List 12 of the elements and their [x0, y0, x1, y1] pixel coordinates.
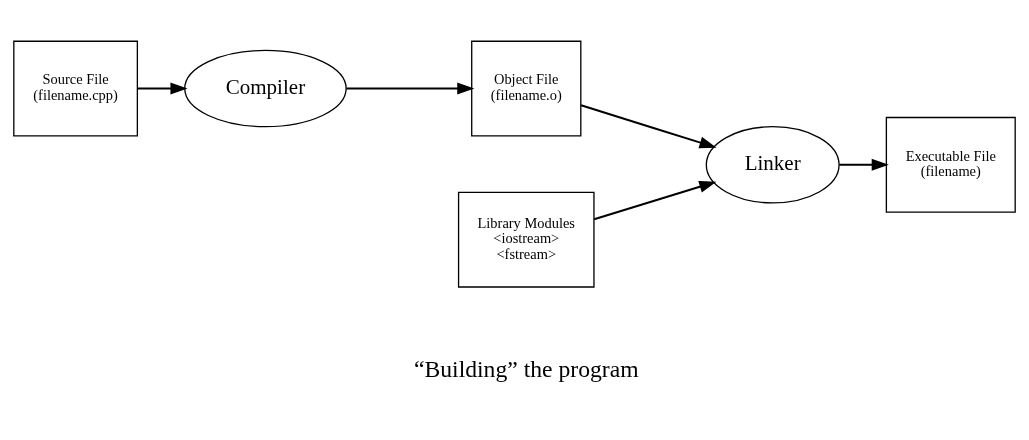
node-ellipse: Linker — [705, 126, 840, 204]
arrow — [345, 82, 475, 95]
label: “Building” the program — [414, 355, 639, 382]
arrow — [580, 104, 717, 149]
arrow — [136, 82, 188, 95]
node-box: Executable File (filename) — [885, 116, 1016, 213]
node-box: Source File (filename.cpp) — [13, 40, 139, 137]
arrow — [593, 181, 717, 221]
node-box: Library Modules <iostream> <fstream> — [457, 191, 595, 288]
node-box: Object File (filename.o) — [471, 40, 582, 137]
node-ellipse: Compiler — [184, 49, 347, 128]
arrow — [838, 158, 889, 171]
